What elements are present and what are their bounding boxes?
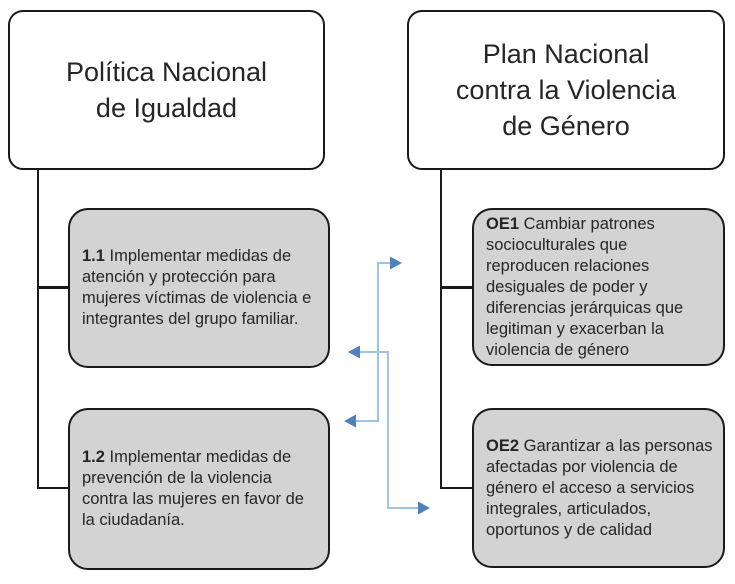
item-id: OE2	[486, 436, 520, 455]
bidirectional-arrow-1-2-oe1	[344, 256, 402, 428]
connector-right-branch-oe1	[439, 286, 473, 289]
root-box-politica-nacional: Política Nacional de Igualdad	[8, 10, 325, 170]
item-text: 1.2 Implementar medidas de prevención de…	[82, 447, 320, 531]
item-box-1-2: 1.2 Implementar medidas de prevención de…	[68, 408, 330, 570]
item-body: Cambiar patrones socioculturales que rep…	[486, 214, 684, 359]
item-text: OE1 Cambiar patrones socioculturales que…	[486, 214, 715, 361]
item-box-oe1: OE1 Cambiar patrones socioculturales que…	[472, 208, 725, 366]
root-title-line: Plan Nacional	[482, 39, 650, 69]
root-box-plan-nacional: Plan Nacional contra la Violencia de Gén…	[407, 10, 725, 170]
arrow-head-right-icon	[390, 256, 402, 270]
item-box-oe2: OE2 Garantizar a las personas afectadas …	[472, 408, 725, 568]
connector-left-branch-1-2	[36, 486, 68, 489]
item-body: Implementar medidas de prevención de la …	[82, 448, 304, 529]
item-body: Implementar medidas de atención y protec…	[82, 247, 312, 328]
item-text: 1.1 Implementar medidas de atención y pr…	[82, 246, 320, 330]
connector-left-branch-1-1	[36, 286, 68, 289]
root-title-line: de Igualdad	[95, 93, 238, 123]
item-id: 1.2	[82, 448, 105, 466]
item-id: 1.1	[82, 247, 105, 265]
item-body: Garantizar a las personas afectadas por …	[486, 436, 713, 539]
arrow-head-left-icon	[348, 345, 360, 359]
connector-left-trunk	[36, 170, 39, 489]
root-title-line: contra la Violencia	[455, 75, 677, 105]
arrow-head-right-icon	[418, 501, 430, 515]
item-id: OE1	[486, 214, 520, 233]
item-box-1-1: 1.1 Implementar medidas de atención y pr…	[68, 208, 330, 368]
connector-right-trunk	[439, 170, 442, 489]
arrow-head-left-icon	[344, 414, 356, 428]
root-title-line: de Género	[502, 111, 630, 141]
item-text: OE2 Garantizar a las personas afectadas …	[486, 436, 715, 541]
bidirectional-arrow-1-1-oe2	[348, 345, 430, 515]
connector-right-branch-oe2	[439, 486, 473, 489]
root-title-line: Política Nacional	[65, 57, 268, 87]
